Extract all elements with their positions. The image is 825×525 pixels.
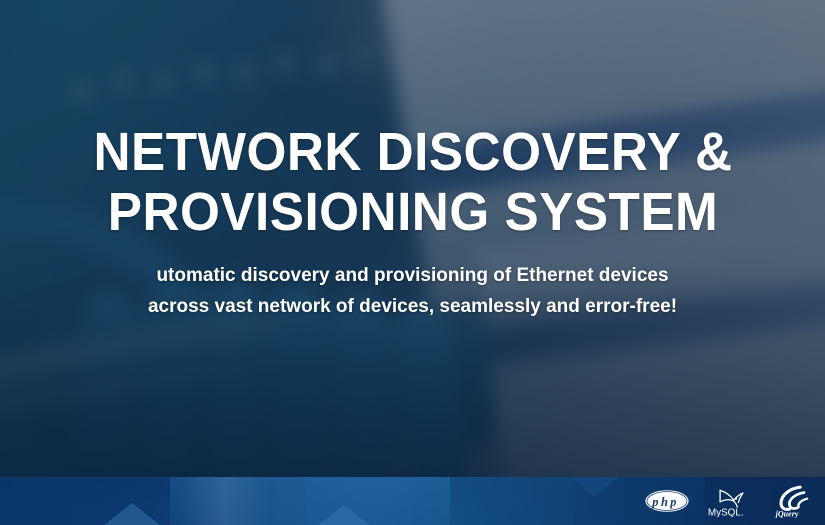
band-column: [0, 477, 170, 525]
hero-color-overlay: [0, 0, 825, 478]
band-triangle-up-icon: [318, 505, 370, 525]
band-column: [450, 477, 575, 525]
technology-logo-row: p h p: [645, 477, 811, 525]
jquery-logo-icon: jQuery: [771, 484, 811, 518]
band-triangle-up-icon: [104, 503, 160, 525]
page-subtitle: utomatic discovery and provisioning of E…: [147, 265, 678, 317]
svg-text:h: h: [661, 495, 668, 509]
band-triangle-down-icon: [570, 477, 618, 497]
footer-band: p h p: [0, 477, 825, 525]
band-column: [305, 477, 450, 525]
hero-section: [0, 0, 825, 478]
page-title: NETWORK DISCOVERY & PROVISIONING SYSTEM: [93, 122, 732, 242]
php-logo-icon: p h p: [645, 489, 689, 513]
hero-text-block: NETWORK DISCOVERY & PROVISIONING SYSTEM …: [93, 122, 732, 317]
band-highlight: [180, 477, 270, 525]
band-column: [170, 477, 305, 525]
band-column: [705, 477, 825, 525]
svg-text:p: p: [651, 495, 658, 509]
svg-text:MySQL.: MySQL.: [708, 507, 744, 517]
mysql-logo-icon: MySQL.: [707, 485, 753, 518]
svg-text:jQuery: jQuery: [774, 509, 799, 518]
svg-text:p: p: [669, 495, 676, 509]
